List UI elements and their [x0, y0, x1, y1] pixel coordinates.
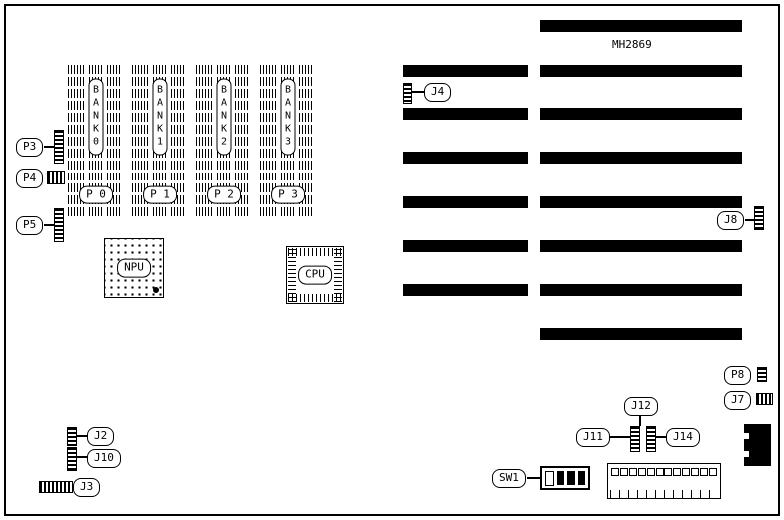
expansion-slot-extension	[403, 240, 528, 252]
label-bank1: BANK1	[152, 78, 168, 156]
model-number: MH2869	[612, 38, 652, 51]
label-bank2: BANK2	[216, 78, 232, 156]
label-j14: J14	[666, 428, 700, 447]
memory-bank-1: BANK1	[132, 64, 188, 170]
label-cpu: CPU	[298, 265, 332, 285]
connector-j3	[39, 481, 73, 493]
connector-j8	[754, 206, 764, 230]
memory-bank-2: BANK2	[196, 64, 252, 170]
expansion-slot-extension	[403, 65, 528, 77]
connector-notch	[744, 451, 749, 457]
label-p2: P 2	[207, 185, 241, 204]
expansion-slot	[540, 328, 742, 340]
label-p3-row: P 3	[271, 185, 305, 204]
leader-line	[639, 414, 641, 426]
pin-row	[611, 468, 717, 476]
pin-ticks	[610, 490, 718, 498]
connector-j10	[67, 447, 77, 471]
leader-line	[76, 456, 87, 458]
label-j11: J11	[576, 428, 610, 447]
connector-j2	[67, 427, 77, 446]
expansion-slot-extension	[403, 284, 528, 296]
pin	[664, 468, 673, 476]
pin	[700, 468, 709, 476]
expansion-slot-extension	[403, 152, 528, 164]
expansion-slot	[540, 284, 742, 296]
memory-bank-3: BANK3	[260, 64, 316, 170]
memory-bank-0: BANK0	[68, 64, 124, 170]
label-j7: J7	[724, 391, 752, 410]
connector-j7	[756, 393, 773, 405]
expansion-slot	[540, 196, 742, 208]
pin	[655, 468, 664, 476]
label-p4: P4	[16, 169, 44, 188]
pin	[637, 468, 646, 476]
expansion-slot	[540, 240, 742, 252]
label-p3: P3	[16, 138, 44, 157]
label-sw1: SW1	[492, 469, 526, 488]
pin	[708, 468, 717, 476]
label-p8: P8	[724, 366, 752, 385]
expansion-slot-extension	[403, 108, 528, 120]
cpu-chip: CPU	[286, 246, 344, 304]
expansion-slot	[540, 65, 742, 77]
leader-line	[44, 146, 54, 148]
dip-switch-position	[567, 471, 575, 485]
label-p0: P 0	[79, 185, 113, 204]
expansion-slot	[540, 108, 742, 120]
chip-row-p2: P 2	[196, 173, 252, 216]
expansion-slot	[540, 20, 742, 32]
connector-p3	[54, 130, 64, 164]
label-j8: J8	[717, 211, 745, 230]
expansion-slot	[540, 152, 742, 164]
label-j12: J12	[624, 397, 658, 416]
sw1-dip-switch	[540, 466, 590, 490]
connector-p4	[47, 171, 65, 184]
leader-line	[411, 91, 424, 93]
pin	[611, 468, 619, 476]
expansion-slot-extension	[403, 196, 528, 208]
chip-row-p0: P 0	[68, 173, 124, 216]
leader-line	[44, 224, 54, 226]
pin	[646, 468, 655, 476]
label-p1: P 1	[143, 185, 177, 204]
leader-line	[610, 436, 630, 438]
cpu-pins	[288, 248, 296, 302]
connector-j14	[646, 426, 656, 452]
connector-notch	[744, 433, 749, 439]
chip-row-p3: P 3	[260, 173, 316, 216]
leader-line	[76, 435, 87, 437]
label-p5: P5	[16, 216, 44, 235]
label-bank3: BANK3	[280, 78, 296, 156]
npu-socket: NPU	[104, 238, 164, 298]
dip-switch-position	[545, 470, 554, 486]
connector-p8	[757, 367, 767, 382]
cpu-pins	[334, 248, 342, 302]
pin	[628, 468, 637, 476]
label-j2: J2	[87, 427, 115, 446]
label-j4: J4	[424, 83, 452, 102]
keyboard-connector	[744, 424, 771, 466]
label-j10: J10	[87, 449, 121, 468]
connector-j4	[403, 83, 412, 104]
label-bank0: BANK0	[88, 78, 104, 156]
dip-switch-position	[556, 471, 565, 485]
connector-p5	[54, 208, 64, 242]
pin	[619, 468, 628, 476]
label-npu: NPU	[117, 258, 151, 278]
pin-header	[607, 463, 721, 499]
label-j3: J3	[73, 478, 101, 497]
dip-switch-position	[577, 471, 585, 485]
leader-line	[745, 219, 754, 221]
pin1-dot	[153, 287, 159, 293]
cpu-pins	[288, 248, 342, 256]
leader-line	[654, 436, 666, 438]
pin	[691, 468, 700, 476]
leader-line	[527, 477, 540, 479]
chip-row-p1: P 1	[132, 173, 188, 216]
pin	[673, 468, 682, 476]
pin	[682, 468, 691, 476]
connector-j12	[630, 426, 640, 452]
cpu-pins	[288, 294, 342, 302]
